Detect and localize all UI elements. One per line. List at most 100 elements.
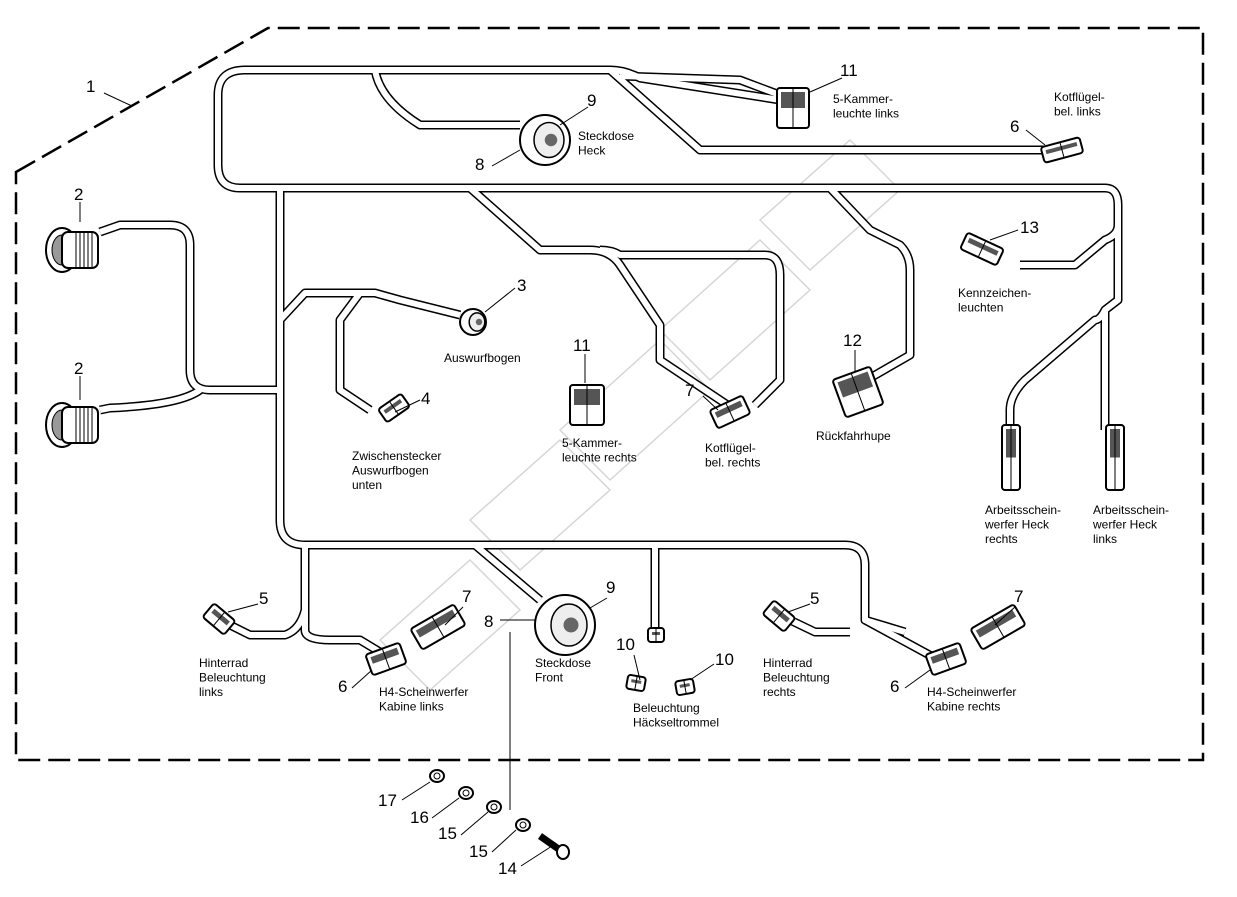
drum-light-connector-a — [625, 674, 647, 692]
callout-number: 15 — [438, 824, 457, 843]
h4-headlight-left-connector-6 — [365, 642, 407, 676]
leader-line — [431, 797, 460, 819]
callout-number: 14 — [498, 859, 517, 878]
callout-number: 16 — [410, 808, 429, 827]
leader-line — [484, 287, 516, 313]
wire-harness — [98, 65, 1123, 810]
callout-label: Kabine rechts — [927, 700, 1000, 714]
wire-bundle-fill — [863, 617, 937, 661]
callout-label: leuchten — [958, 301, 1003, 315]
components — [45, 87, 1125, 860]
wire-bundle-fill — [302, 545, 387, 658]
callout-label: rechts — [763, 685, 796, 699]
callout-label: werfer Heck — [1092, 518, 1158, 532]
wire-bundle-fill — [473, 542, 542, 603]
wire-bundle-fill — [99, 387, 202, 413]
callout-label: Kennzeichen- — [958, 286, 1031, 300]
drum-light-connector-b — [674, 678, 696, 696]
callout-number: 9 — [587, 91, 596, 110]
leader-line — [227, 603, 259, 613]
leader-line — [1025, 129, 1046, 146]
callout-number: 2 — [74, 359, 83, 378]
leader-line — [491, 829, 517, 853]
callout-label: Hinterrad — [199, 656, 248, 670]
callout-number: 8 — [484, 612, 493, 631]
callout-number: 10 — [715, 650, 734, 669]
callout-label: Auswurfbogen — [444, 351, 521, 365]
leader-line — [460, 811, 489, 836]
socket-rear-steckdose-heck — [519, 114, 571, 166]
h4-headlight-left-connector-7 — [410, 604, 466, 650]
callout-number: 6 — [890, 677, 899, 696]
wire-bundle-fill — [277, 188, 906, 635]
callout-label: Arbeitsschein- — [1093, 503, 1169, 517]
intermediate-connector — [378, 393, 410, 423]
wire-bundle-outline — [370, 69, 520, 130]
callout-label: Front — [535, 671, 564, 685]
callout-label: links — [1093, 532, 1117, 546]
callout-label: Kotflügel- — [1054, 90, 1105, 104]
callout-label: Steckdose — [578, 129, 634, 143]
license-plate-light-connector — [960, 232, 1004, 266]
leader-line — [994, 606, 1016, 626]
leader-line — [787, 603, 811, 613]
connector-auswurfbogen — [459, 308, 487, 336]
callout-label: Auswurfbogen — [352, 464, 429, 478]
wire-bundle-fill — [99, 222, 280, 393]
callout-number: 4 — [421, 389, 430, 408]
washer-15b — [515, 818, 531, 832]
callout-label: unten — [352, 478, 382, 492]
callout-label: Beleuchtung — [633, 701, 700, 715]
callout-number: 6 — [338, 677, 347, 696]
h4-headlight-right-connector-7 — [970, 604, 1026, 650]
round-connector-2-lower — [45, 402, 99, 448]
callout-label: rechts — [985, 532, 1018, 546]
callout-number: 6 — [1010, 117, 1019, 136]
callout-label: Steckdose — [535, 656, 591, 670]
callout-label: bel. rechts — [705, 456, 760, 470]
callout-label: Arbeitsschein- — [985, 503, 1061, 517]
rear-wheel-light-right-connector — [762, 600, 796, 632]
callout-label: leuchte rechts — [562, 451, 637, 465]
wire-bundle-fill — [228, 609, 308, 638]
leader-line — [401, 781, 431, 801]
socket-front-steckdose-front — [534, 594, 596, 656]
assembly-boundary — [14, 26, 1205, 762]
five-chamber-light-left — [776, 87, 810, 129]
leader-line — [989, 229, 1019, 241]
leader-line — [702, 395, 719, 411]
leader-line — [809, 77, 843, 93]
wire-bundle-fill — [599, 247, 783, 408]
callout-number: 13 — [1020, 218, 1039, 237]
callout-number: 15 — [469, 842, 488, 861]
h4-headlight-right-connector-6 — [925, 642, 967, 676]
callout-number: 7 — [1014, 587, 1023, 606]
callout-label: Rückfahrhupe — [816, 429, 891, 443]
washer-15a — [486, 800, 502, 814]
callout-label: Hinterrad — [763, 656, 812, 670]
wire-bundle-fill — [608, 67, 1050, 153]
callout-label: Häckseltrommel — [633, 716, 719, 730]
five-chamber-light-right — [569, 384, 605, 426]
leader-line — [491, 149, 521, 167]
fender-light-left-connector — [1040, 136, 1084, 164]
callout-label: bel. links — [1054, 105, 1101, 119]
leader-lines — [79, 77, 1046, 867]
callout-number: 5 — [259, 589, 268, 608]
leader-line — [444, 606, 464, 626]
watermark — [378, 138, 902, 692]
reverse-horn — [832, 366, 884, 418]
callout-number: 1 — [86, 77, 95, 96]
callout-number: 11 — [573, 336, 591, 355]
fender-light-right-connector — [709, 395, 751, 429]
callout-label: Heck — [578, 144, 606, 158]
leader-line — [904, 669, 931, 689]
leader-line — [589, 597, 608, 609]
callout-label: Kotflügel- — [705, 441, 756, 455]
wire-bundle-fill — [277, 290, 461, 323]
callout-number: 7 — [462, 587, 471, 606]
wire-bundle-fill — [215, 67, 781, 191]
callout-number: 5 — [810, 589, 819, 608]
